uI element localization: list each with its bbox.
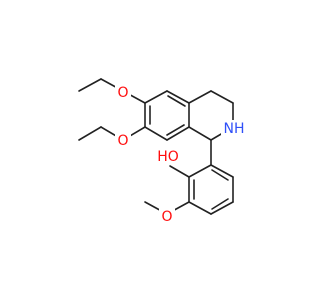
bonds-ring-c [188,164,234,215]
label-o-ethoxy-bottom: O [117,133,128,149]
atom-o-ethoxy-bottom: O [115,131,131,149]
molecule-structure: O O NH HO O [78,78,247,225]
label-hydroxyl: HO [157,149,179,165]
atom-hydroxyl: HO [155,147,181,165]
bonds-oh-ome [144,165,190,215]
atom-nh: NH [221,120,247,137]
bonds-ethoxy [78,78,146,141]
label-nh: NH [224,121,245,137]
label-o-ethoxy-top: O [117,85,128,101]
bonds-ring-a [144,90,190,141]
atom-o-ethoxy-top: O [115,83,131,101]
atom-o-methoxy: O [159,207,175,225]
label-o-methoxy: O [161,209,172,225]
